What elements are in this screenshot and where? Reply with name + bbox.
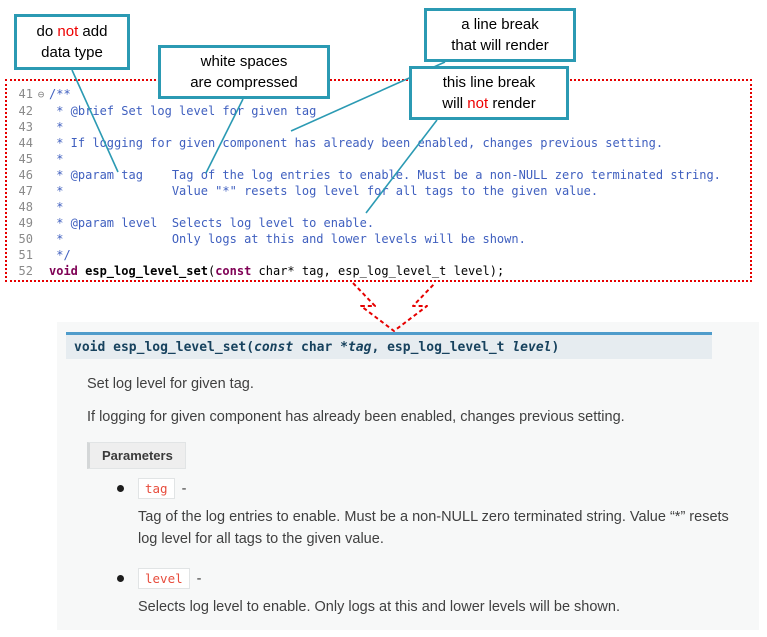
line-number: 50 <box>18 232 33 246</box>
line-number: 52 <box>18 264 33 278</box>
code-line: 42 * @brief Set log level for given tag <box>7 103 750 119</box>
callout-text: white spaces <box>200 53 288 70</box>
code-line: 49 * @param level Selects log level to e… <box>7 215 750 231</box>
code-line: 44 * If logging for given component has … <box>7 135 750 151</box>
line-number: 48 <box>18 200 33 214</box>
line-number: 42 <box>18 104 33 118</box>
code-line: 41 ⊖ /** <box>7 86 750 103</box>
code-line: 50 * Only logs at this and lower levels … <box>7 231 750 247</box>
callout-text: are compressed <box>190 74 298 91</box>
param-name-literal: tag <box>138 478 175 499</box>
callout-text: do not add <box>36 23 108 40</box>
callout-text: data type <box>41 44 103 61</box>
line-number: 51 <box>18 248 33 262</box>
sig-param-name: tag <box>347 340 372 355</box>
comment-text: * Value "*" resets log level for all tag… <box>49 184 599 198</box>
bullet-icon <box>117 485 124 492</box>
code-line: 45 * <box>7 151 750 167</box>
callout-text: a line break <box>461 16 539 33</box>
comment-text: * <box>49 120 64 134</box>
comment-text: * @param level Selects log level to enab… <box>49 216 375 230</box>
param-name-literal: level <box>138 568 190 589</box>
comment-text: /** <box>49 87 71 101</box>
sig-text: char * <box>293 340 348 355</box>
line-number: 43 <box>18 120 33 134</box>
sig-param-name: level <box>512 340 552 355</box>
code-line: 46 * @param tag Tag of the log entries t… <box>7 167 750 183</box>
comment-text: * <box>49 152 64 166</box>
keyword-const: const <box>215 264 252 278</box>
param-description: Tag of the log entries to enable. Must b… <box>138 509 729 547</box>
param-head: level - <box>117 568 746 589</box>
line-number: 46 <box>18 168 33 182</box>
doc-paragraph-brief: Set log level for given tag. <box>87 376 254 392</box>
callout-box-whitespace: white spaces are compressed <box>158 45 330 99</box>
comment-text: * Only logs at this and lower levels wil… <box>49 232 526 246</box>
code-line: 48 * <box>7 199 750 215</box>
line-number: 45 <box>18 152 33 166</box>
line-number: 44 <box>18 136 33 150</box>
doc-paragraph-details: If logging for given component has alrea… <box>87 409 625 425</box>
comment-text: * If logging for given component has alr… <box>49 136 664 150</box>
sig-function-name: esp_log_level_set <box>105 340 247 355</box>
line-number: 47 <box>18 184 33 198</box>
param-item-level: level - Selects log level to enable. Onl… <box>117 568 746 619</box>
comment-text: * @brief Set log level for given tag <box>49 104 317 118</box>
callout-box-linebreak-render: a line break that will render <box>424 8 576 62</box>
parameters-label: Parameters <box>87 442 186 469</box>
code-text: ( <box>207 264 216 278</box>
code-line-function-declaration: 52 void esp_log_level_set(const char* tag… <box>7 263 750 279</box>
sig-keyword: void <box>74 340 106 355</box>
comment-text: * <box>49 200 64 214</box>
comment-text: * @param tag Tag of the log entries to e… <box>49 168 721 182</box>
callout-box-linebreak-norender: this line break will not render <box>409 66 569 120</box>
param-dash: - <box>196 570 202 587</box>
code-line: 47 * Value "*" resets log level for all … <box>7 183 750 199</box>
code-text: char* tag, esp_log_level_t level); <box>251 264 505 278</box>
sig-keyword: const <box>254 340 294 355</box>
param-dash: - <box>181 480 187 497</box>
callout-text: this line break <box>442 74 536 91</box>
function-signature: void esp_log_level_set(const char *tag, … <box>66 332 712 359</box>
callout-text: will not render <box>442 95 536 112</box>
param-head: tag - <box>117 478 746 499</box>
comment-text: */ <box>49 248 71 262</box>
sig-text: ( <box>246 340 255 355</box>
line-number: 49 <box>18 216 33 230</box>
code-editor-panel: 41 ⊖ /** 42 * @brief Set log level for giv… <box>5 79 752 282</box>
function-name: esp_log_level_set <box>77 264 208 278</box>
code-line: 43 * <box>7 119 750 135</box>
callout-box-no-datatype: do not add data type <box>14 14 130 70</box>
code-line: 51 */ <box>7 247 750 263</box>
param-description: Selects log level to enable. Only logs a… <box>138 599 620 615</box>
param-item-tag: tag - Tag of the log entries to enable. … <box>117 478 746 551</box>
keyword-void: void <box>49 264 78 278</box>
fold-collapse-icon: ⊖ <box>37 88 45 101</box>
line-number: 41 <box>18 87 33 101</box>
bullet-icon <box>117 575 124 582</box>
rendered-doc-panel: void esp_log_level_set(const char *tag, … <box>57 322 759 630</box>
sig-text: ) <box>551 340 560 355</box>
callout-text: that will render <box>451 37 549 54</box>
sig-text: , esp_log_level_t <box>371 340 513 355</box>
